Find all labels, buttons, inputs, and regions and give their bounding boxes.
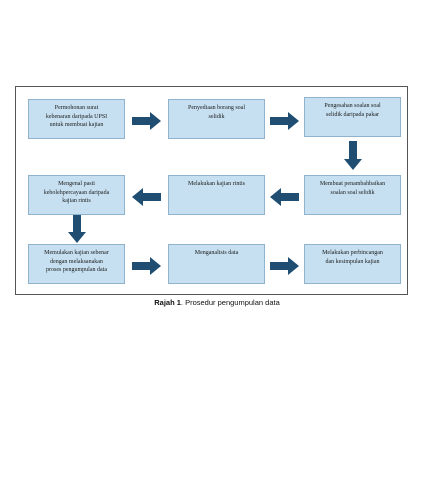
arrow-left-2	[132, 188, 161, 206]
arrow-right-4	[270, 257, 299, 275]
step-box-5: Melakukan kajian rintis	[168, 175, 265, 215]
arrow-left-2-shape	[132, 188, 161, 206]
arrow-right-1	[132, 112, 161, 130]
step-box-7: Memulakan kajian sebenar dengan melaksan…	[28, 244, 125, 284]
step-box-8: Menganalisis data	[168, 244, 265, 284]
step-box-9: Melakukan perbincangan dan kesimpulan ka…	[304, 244, 401, 284]
caption-label: Rajah 1	[154, 298, 181, 307]
arrow-down-2	[68, 215, 86, 243]
step-box-4: Membuat penambahbaikan soalan soal selid…	[304, 175, 401, 215]
arrow-down-1	[344, 141, 362, 170]
arrow-right-3	[132, 257, 161, 275]
step-box-6: Mengenal pasti kebolehpercayaan daripada…	[28, 175, 125, 215]
step-box-2: Penyediaan borang soal selidik	[168, 99, 265, 139]
step-box-3: Pengesahan soalan soal selidik daripada …	[304, 97, 401, 137]
step-box-1: Permohonan surat kebenaran daripada UPSI…	[28, 99, 125, 139]
arrow-down-1-shape	[344, 141, 362, 170]
figure-caption: Rajah 1. Prosedur pengumpulan data	[0, 298, 434, 307]
arrow-down-2-shape	[68, 215, 86, 243]
arrow-right-4-shape	[270, 257, 299, 275]
arrow-right-3-shape	[132, 257, 161, 275]
arrow-right-2	[270, 112, 299, 130]
arrow-right-1-shape	[132, 112, 161, 130]
arrow-right-2-shape	[270, 112, 299, 130]
arrow-left-1-shape	[270, 188, 299, 206]
arrow-left-1	[270, 188, 299, 206]
caption-text: . Prosedur pengumpulan data	[180, 298, 280, 307]
flowchart-frame: Permohonan surat kebenaran daripada UPSI…	[15, 86, 408, 295]
